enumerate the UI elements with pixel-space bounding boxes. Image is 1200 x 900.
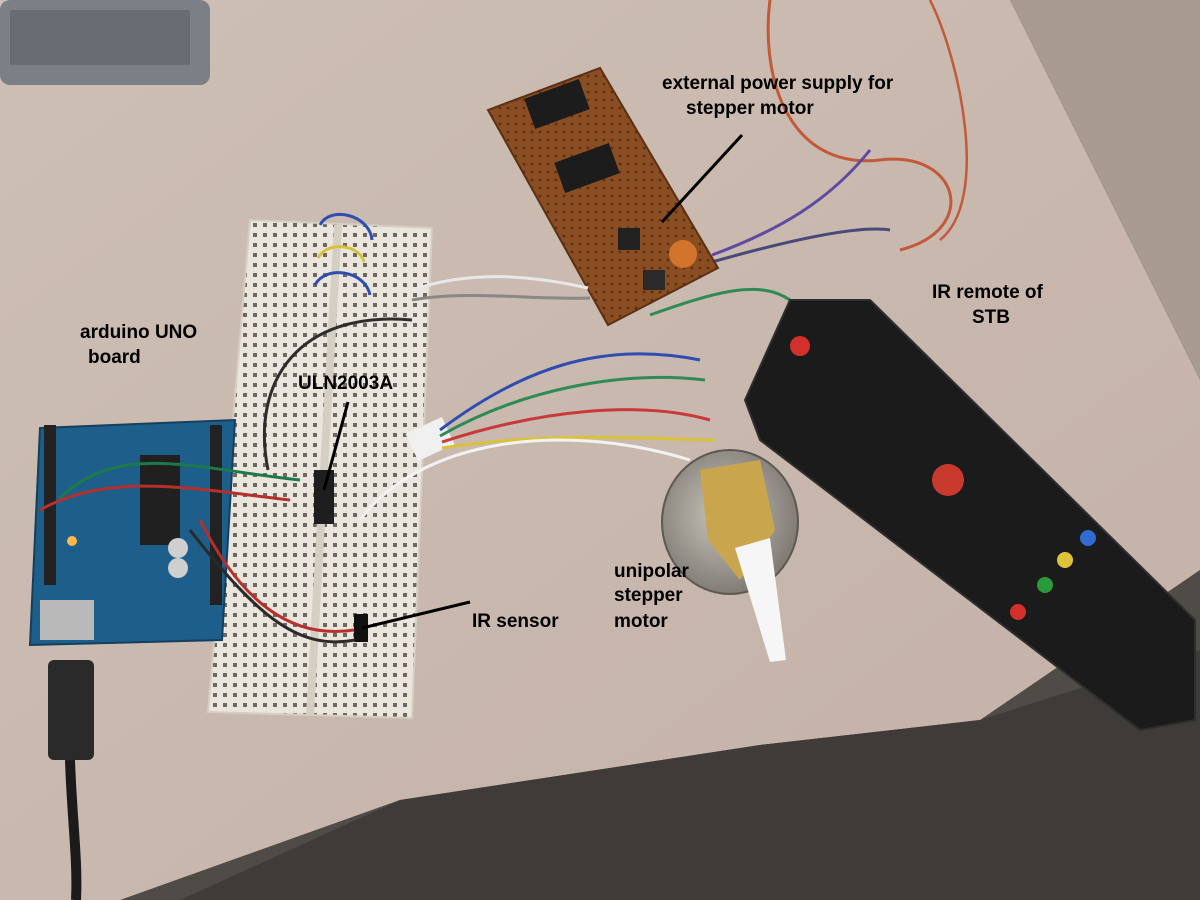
pointer-line-sensor <box>361 600 471 630</box>
pointer-line-power <box>660 133 744 224</box>
pointer <box>735 538 786 662</box>
ic-socket-2 <box>554 143 620 193</box>
red-wire <box>766 0 953 252</box>
label-ir-remote-line2: STB <box>972 307 1010 328</box>
red-wire-2 <box>928 0 968 241</box>
usb-plug <box>48 660 94 760</box>
arduino-chip <box>140 455 180 545</box>
capacitor-orange <box>669 240 697 268</box>
remote-red-button <box>1010 604 1026 620</box>
purple-wire <box>711 149 872 257</box>
black-wire-sensor <box>188 529 356 644</box>
jumper-blue-2 <box>313 271 372 296</box>
motor-wire-red <box>441 408 711 444</box>
remote-yellow-button <box>1057 552 1073 568</box>
remote-home-button <box>932 464 964 496</box>
label-ir-remote-line1: IR remote of <box>932 282 1043 303</box>
motor-wire-yellow <box>441 435 716 450</box>
grey-object-inner <box>10 10 190 65</box>
grey-wire <box>411 293 591 302</box>
black-wire <box>263 317 413 471</box>
ir-remote <box>743 299 1196 732</box>
jumper-yellow-1 <box>316 245 366 263</box>
ic-socket-1 <box>524 79 590 129</box>
capacitor-1 <box>168 538 188 558</box>
label-power-supply-line1: external power supply for <box>662 73 894 94</box>
motor-wire-green <box>439 375 706 438</box>
label-arduino-line2: board <box>88 347 141 368</box>
green-wire-2 <box>649 287 791 317</box>
ir-sensor <box>354 614 368 642</box>
label-motor-line3: motor <box>614 611 668 632</box>
capacitor-2 <box>168 558 188 578</box>
usb-port <box>40 600 94 640</box>
arduino-board <box>28 418 237 647</box>
label-power-supply-line2: stepper motor <box>686 98 814 119</box>
white-wire-2 <box>358 438 691 521</box>
white-wire-1 <box>411 275 589 292</box>
remote-power-button <box>790 336 810 356</box>
red-wire-sensor <box>198 519 355 633</box>
uln2003a-chip <box>314 470 334 524</box>
label-arduino-line1: arduino UNO <box>80 322 198 343</box>
red-wire-arduino <box>39 484 291 512</box>
label-motor-line2: stepper <box>614 585 683 606</box>
usb-cable <box>65 759 82 900</box>
regulator-2 <box>643 270 665 290</box>
purple-wire-2 <box>711 227 891 264</box>
remote-blue-button <box>1080 530 1096 546</box>
label-uln2003a: ULN2003A <box>298 373 394 394</box>
label-motor-line1: unipolar <box>614 561 689 582</box>
led <box>67 536 77 546</box>
motor-wire-blue <box>439 352 701 432</box>
remote-green-button <box>1037 577 1053 593</box>
green-wire <box>58 461 301 500</box>
label-ir-sensor: IR sensor <box>472 611 559 632</box>
arduino-header-2 <box>210 425 222 605</box>
regulator-1 <box>618 228 640 250</box>
table-edge <box>1010 0 1200 380</box>
pointer-line-uln <box>322 401 350 491</box>
jumper-blue-1 <box>318 212 374 241</box>
power-supply-pcb <box>486 66 720 327</box>
floor-shadow <box>180 650 1200 900</box>
